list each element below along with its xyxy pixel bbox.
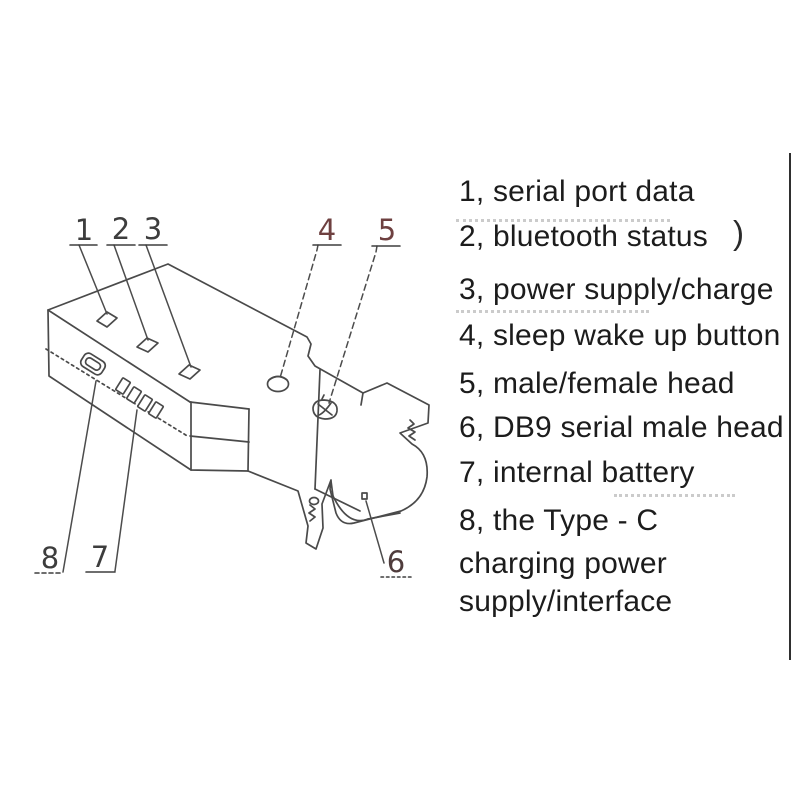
legend-line-7: 7, internal battery bbox=[459, 456, 695, 489]
leader-line-2 bbox=[113, 244, 149, 341]
callout-2: 2 bbox=[112, 212, 130, 246]
callout-1: 1 bbox=[75, 213, 93, 247]
legend-line-5: 5, male/female head bbox=[459, 367, 735, 400]
right-border-line bbox=[789, 153, 791, 660]
callout-8: 8 bbox=[41, 541, 59, 575]
leader-line-4 bbox=[279, 244, 319, 379]
leader-line-7 bbox=[114, 409, 138, 572]
leader-line-3 bbox=[145, 244, 192, 368]
stray-paren-glyph: ) bbox=[733, 214, 744, 251]
callout-6: 6 bbox=[387, 545, 405, 579]
battery-pins bbox=[115, 377, 164, 419]
jack-screw-left bbox=[308, 496, 320, 522]
head-screw bbox=[312, 394, 338, 420]
ghost-text-artifact bbox=[614, 494, 735, 497]
callout-4: 4 bbox=[318, 213, 336, 247]
sleep-wake-button bbox=[266, 375, 290, 393]
legend-line-6: 6, DB9 serial male head bbox=[459, 411, 784, 444]
type-c-port bbox=[79, 352, 107, 376]
led-window-2 bbox=[136, 337, 159, 353]
led-window-3 bbox=[178, 364, 201, 380]
db9-screw-hole bbox=[361, 492, 368, 500]
device-outline bbox=[47, 263, 430, 550]
db9-connector bbox=[330, 480, 401, 522]
right-section-edges bbox=[314, 369, 364, 512]
leader-line-8 bbox=[62, 380, 97, 573]
legend-line-2: 2, bluetooth status bbox=[459, 220, 708, 253]
legend-line-8: 8, the Type - C bbox=[459, 504, 659, 537]
legend-line-9: charging power bbox=[459, 547, 667, 580]
legend-line-1: 1, serial port data bbox=[459, 175, 695, 208]
led-window-1 bbox=[96, 311, 118, 328]
jack-screw-right bbox=[407, 419, 416, 441]
callout-7: 7 bbox=[91, 540, 109, 574]
case-seam-line bbox=[45, 348, 190, 438]
leader-line-1 bbox=[78, 244, 108, 315]
leader-line-5 bbox=[328, 245, 378, 404]
callout-3: 3 bbox=[144, 212, 162, 246]
legend-line-4: 4, sleep wake up button bbox=[459, 319, 781, 352]
front-step-block bbox=[189, 401, 250, 472]
leader-line-6 bbox=[365, 500, 385, 564]
ghost-text-artifact bbox=[456, 310, 649, 313]
callout-5: 5 bbox=[378, 213, 396, 247]
ghost-text-artifact bbox=[456, 219, 670, 222]
legend-line-3: 3, power supply/charge bbox=[459, 273, 774, 306]
legend-line-10: supply/interface bbox=[459, 585, 673, 618]
top-face-front-edge bbox=[47, 309, 191, 403]
